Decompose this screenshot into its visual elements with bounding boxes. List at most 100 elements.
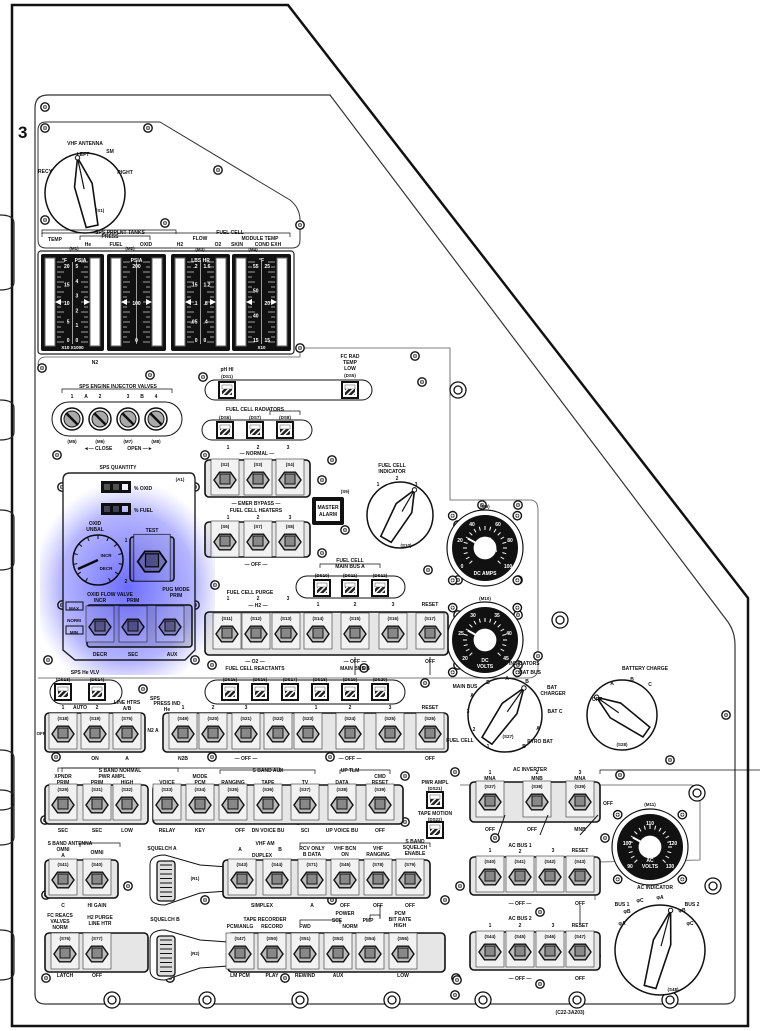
toggle-switch-row-c1[interactable]: (S29) xyxy=(48,783,78,821)
toggle-switch-row-d2[interactable]: (S43) xyxy=(227,858,257,896)
toggle-switch-row-a[interactable]: (S18) xyxy=(48,712,78,750)
toggle-switch-fc-heaters[interactable]: (S6) xyxy=(210,520,240,558)
fuel-cell-indicator-selector[interactable] xyxy=(366,481,434,549)
master-alarm-button[interactable] xyxy=(312,497,344,525)
toggle-switch-row-b[interactable]: (S20) xyxy=(198,712,228,750)
toggle-lever xyxy=(252,535,264,547)
toggle-switch-row-a[interactable]: (S19) xyxy=(80,712,110,750)
switch-id-label: (S78) xyxy=(372,862,384,867)
toggle-switch-fc-heaters[interactable]: (S7) xyxy=(243,520,273,558)
talkback-id-label: (DS8) xyxy=(279,415,291,420)
toggle-switch-ac-bus2[interactable]: (S44) xyxy=(475,930,505,968)
toggle-switch-row-b[interactable]: (S24) xyxy=(335,712,365,750)
label-bat-bus: BAT BUS xyxy=(519,670,542,676)
rotary-knob[interactable] xyxy=(480,681,533,746)
toggle-switch-row-c1[interactable]: (S32) xyxy=(112,783,142,821)
toggle-switch-row-b[interactable]: (S22) xyxy=(263,712,293,750)
label-drawing-id: (C22-3A203) xyxy=(556,1010,585,1016)
rotary-knob[interactable] xyxy=(68,154,101,229)
toggle-switch-ac-bus2[interactable]: (S46) xyxy=(535,930,565,968)
toggle-switch-row-b[interactable]: (S26) xyxy=(415,712,445,750)
screw-icon xyxy=(138,684,148,694)
toggle-switch-row-c2[interactable]: (S39) xyxy=(365,783,395,821)
toggle-switch-fc-heaters[interactable]: (S8) xyxy=(275,520,305,558)
rotary-knob[interactable] xyxy=(590,689,652,740)
toggle-switch-fc-heaters-top[interactable]: (S4) xyxy=(275,458,305,496)
toggle-switch-ac-bus2[interactable]: (S45) xyxy=(505,930,535,968)
toggle-switch-row-d1[interactable]: (S41) xyxy=(48,858,78,896)
toggle-switch-ac-inv[interactable]: (S38) xyxy=(522,780,552,818)
toggle-switch-row-b[interactable]: (S25) xyxy=(375,712,405,750)
gauge-scale-label: 2 xyxy=(76,308,79,314)
label-simplex: SIMPLEX xyxy=(251,903,274,909)
toggle-switch-purge-row[interactable]: (S11) xyxy=(212,612,242,650)
toggle-switch-purge-row[interactable]: (S13) xyxy=(271,612,301,650)
label-pmp: PMP xyxy=(363,918,375,924)
ac-indicator-selector[interactable] xyxy=(614,904,706,996)
toggle-switch-row-c2[interactable]: (S34) xyxy=(185,783,215,821)
switch-id-label: (S12) xyxy=(250,616,262,621)
toggle-switch-row-a[interactable]: (S75) xyxy=(112,712,142,750)
toggle-switch-row-d1[interactable]: (S40) xyxy=(82,858,112,896)
battery-charge-selector[interactable] xyxy=(586,679,658,751)
label-bat-charge: BATTERY CHARGE xyxy=(622,666,669,672)
toggle-switch-ac-bus1[interactable]: (S41) xyxy=(505,855,535,893)
rotary-knob[interactable] xyxy=(378,483,423,544)
label-d-a: A xyxy=(310,903,314,909)
switch-id-label: (S16) xyxy=(387,616,399,621)
label-dc-amps: DC AMPS xyxy=(474,571,498,577)
toggle-switch-row-e2[interactable]: (S55) xyxy=(388,932,418,970)
toggle-switch-purge-row[interactable]: (S14) xyxy=(303,612,333,650)
toggle-switch-fc-heaters-top[interactable]: (S2) xyxy=(210,458,240,496)
toggle-switch-ac-inv[interactable]: (S39) xyxy=(565,780,595,818)
toggle-switch-row-d2[interactable]: (S79) xyxy=(395,858,425,896)
toggle-switch-row-e1[interactable]: (S77) xyxy=(82,932,112,970)
squelch-b-thumbwheel[interactable] xyxy=(156,935,176,977)
toggle-switch-row-b[interactable]: (S49) xyxy=(168,712,198,750)
toggle-switch-ac-bus1[interactable]: (S42) xyxy=(535,855,565,893)
toggle-switch-row-c2[interactable]: (S37) xyxy=(290,783,320,821)
label-ra-1: 1 xyxy=(62,705,65,711)
switch-id-label: (S35) xyxy=(227,787,239,792)
toggle-switch-purge-row[interactable]: (S16) xyxy=(378,612,408,650)
toggle-switch-row-e2[interactable]: (S47) xyxy=(225,932,255,970)
toggle-switch-row-c2[interactable]: (S35) xyxy=(218,783,248,821)
toggle-switch-row-c2[interactable]: (S33) xyxy=(152,783,182,821)
toggle-switch-row-d2[interactable]: (S45) xyxy=(330,858,360,896)
toggle-switch-row-d2[interactable]: (S44) xyxy=(262,858,292,896)
toggle-switch-ac-bus1[interactable]: (S40) xyxy=(475,855,505,893)
toggle-switch-row-c2[interactable]: (S38) xyxy=(327,783,357,821)
toggle-switch-row-c1[interactable]: (S31) xyxy=(82,783,112,821)
dc-indicators-selector[interactable] xyxy=(467,677,543,753)
toggle-switch-row-e2[interactable]: (S51) xyxy=(290,932,320,970)
toggle-switch-ac-inv[interactable]: (S37) xyxy=(475,780,505,818)
toggle-switch-fc-heaters-top[interactable]: (S3) xyxy=(243,458,273,496)
label-purge-o2: — O2 — xyxy=(245,659,264,665)
toggle-switch-purge-row[interactable]: (S17) xyxy=(415,612,445,650)
toggle-switch-row-b[interactable]: (S21) xyxy=(231,712,261,750)
toggle-switch-purge-row[interactable]: (S12) xyxy=(241,612,271,650)
label-rb-b3: 3 xyxy=(389,705,392,711)
toggle-lever xyxy=(240,727,252,739)
switch-id-label: (S31) xyxy=(91,787,103,792)
toggle-switch-purge-row[interactable]: (S15) xyxy=(340,612,370,650)
toggle-switch-row-d2[interactable]: (S78) xyxy=(363,858,393,896)
toggle-switch-row-e1[interactable]: (S76) xyxy=(50,932,80,970)
switch-id-label: (S52) xyxy=(332,936,344,941)
squelch-a-thumbwheel[interactable] xyxy=(156,860,176,902)
toggle-switch-row-d2[interactable]: (S71) xyxy=(297,858,327,896)
toggle-switch-row-e2[interactable]: (S52) xyxy=(323,932,353,970)
vhf-antenna-selector[interactable] xyxy=(44,152,126,234)
toggle-switch-row-b[interactable]: (S23) xyxy=(293,712,323,750)
toggle-switch-row-e2[interactable]: (S50) xyxy=(257,932,287,970)
toggle-switch-ac-bus1[interactable]: (S43) xyxy=(565,855,595,893)
rotary-knob[interactable] xyxy=(641,906,679,990)
sps-he-valve-talkback xyxy=(54,683,72,701)
toggle-switch-ac-bus2[interactable]: (S47) xyxy=(565,930,595,968)
label-vhf-right: RIGHT xyxy=(117,170,133,176)
toggle-switch-row-c2[interactable]: (S36) xyxy=(253,783,283,821)
switch-id-label: (S40) xyxy=(484,859,496,864)
toggle-switch-row-e2[interactable]: (S54) xyxy=(355,932,385,970)
label-inj-title: SPS ENGINE INJECTOR VALVES xyxy=(79,384,157,390)
label-inv-2: 2 xyxy=(536,770,539,776)
